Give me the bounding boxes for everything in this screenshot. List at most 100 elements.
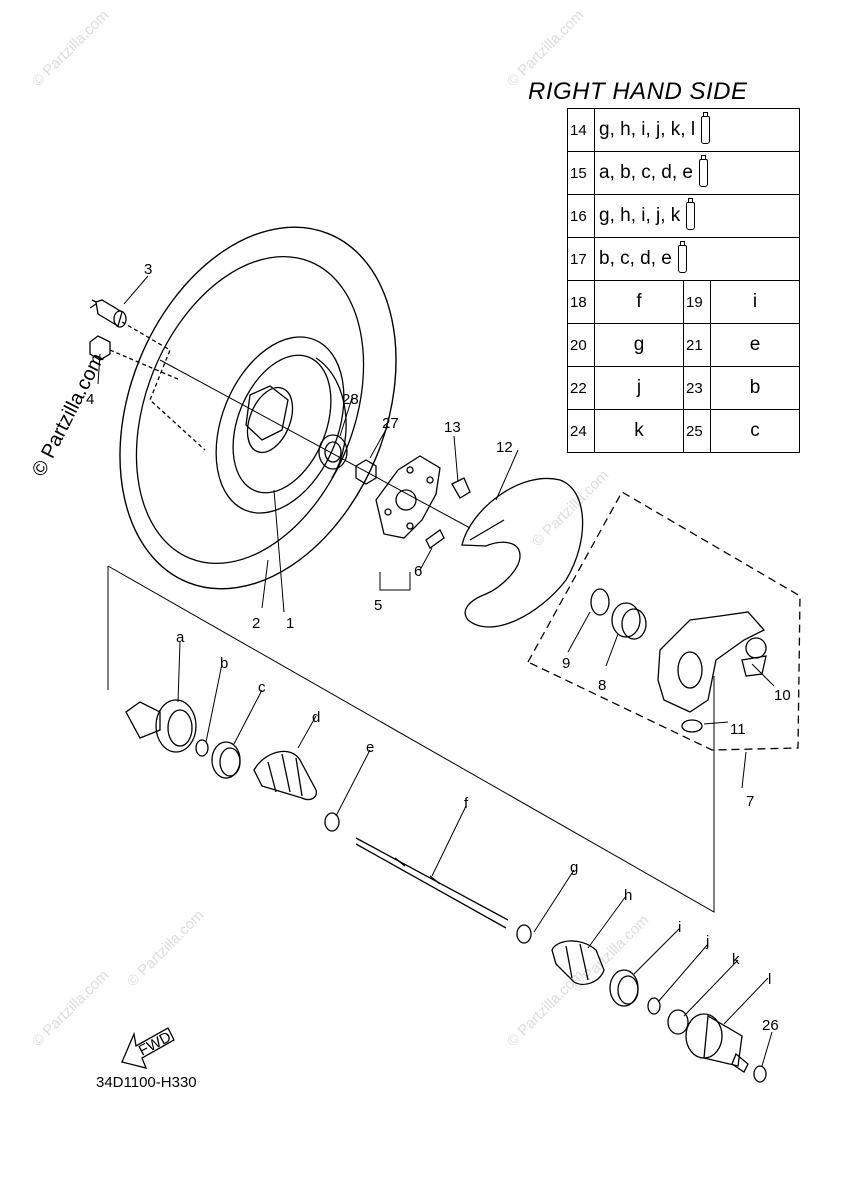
kit-parts-cell: g, h, i, j, k, l	[594, 108, 800, 152]
callout-1: 1	[286, 615, 294, 632]
steering-knuckle	[657, 611, 766, 713]
cap-dash-line	[109, 349, 181, 381]
pair-row: 20 g 21 e	[567, 323, 800, 367]
callout-10: 10	[774, 687, 791, 704]
callout-26: 26	[762, 1017, 779, 1034]
valve-cap	[89, 335, 111, 361]
leader-lines	[97, 275, 775, 1067]
inner-cv-joint	[685, 1013, 749, 1073]
part-number: 21	[683, 323, 711, 367]
callout-2: 2	[252, 615, 260, 632]
wheel-bearing	[611, 602, 647, 640]
boot-band-g	[516, 924, 532, 944]
callout-28: 28	[342, 391, 359, 408]
part-number: 18	[567, 280, 595, 324]
boot-band-c	[211, 741, 241, 779]
callout-k: k	[732, 951, 740, 968]
kit-parts-cell: a, b, c, d, e	[594, 151, 800, 195]
drive-shaft	[355, 837, 509, 929]
callout-h: h	[624, 887, 632, 904]
part-letter: k	[594, 409, 684, 453]
callout-l: l	[768, 971, 771, 988]
kit-parts-cell: b, c, d, e	[594, 237, 800, 281]
boot-h	[551, 940, 605, 985]
callout-a: a	[176, 629, 185, 646]
rim-outer	[215, 336, 345, 514]
callout-g: g	[570, 859, 578, 876]
callout-13: 13	[444, 419, 461, 436]
kit-row: 17 b, c, d, e	[567, 237, 800, 281]
disc-bolt	[451, 477, 471, 499]
knuckle-kit-box	[527, 491, 801, 751]
axle-centerline	[159, 359, 471, 529]
pair-row: 22 j 23 b	[567, 366, 800, 410]
callout-d: d	[312, 709, 320, 726]
tire-outer	[119, 226, 397, 590]
part-number: 25	[683, 409, 711, 453]
callout-12: 12	[496, 439, 513, 456]
grease-tube-icon	[686, 198, 696, 230]
valve-dash-line	[121, 321, 206, 451]
part-letter: b	[710, 366, 800, 410]
grease-tube-icon	[699, 155, 708, 187]
part-number: 19	[683, 280, 711, 324]
pair-row: 24 k 25 c	[567, 409, 800, 453]
tire-wheel-assembly	[119, 226, 397, 590]
grease-tube-icon	[677, 241, 687, 273]
kit-number: 15	[567, 151, 595, 195]
part-letter: f	[594, 280, 684, 324]
callout-5: 5	[374, 597, 382, 614]
kit-row: 16 g, h, i, j, k	[567, 194, 800, 238]
callout-9: 9	[562, 655, 570, 672]
disc-cover	[461, 477, 584, 628]
shaft-assembly-frame	[107, 565, 715, 913]
ring-k	[667, 1009, 689, 1035]
circlip-j	[647, 997, 661, 1015]
kit-parts: g, h, i, j, k	[599, 205, 681, 227]
kit-parts: b, c, d, e	[599, 248, 672, 270]
kit-parts: g, h, i, j, k, l	[599, 119, 696, 141]
part-letter: i	[710, 280, 800, 324]
kit-row: 15 a, b, c, d, e	[567, 151, 800, 195]
boot-d	[253, 750, 317, 801]
callout-8: 8	[598, 677, 606, 694]
part-letter: j	[594, 366, 684, 410]
rim-spokes	[245, 385, 289, 441]
part-number: 20	[567, 323, 595, 367]
callout-c: c	[258, 679, 266, 696]
ball-joint	[741, 637, 767, 677]
circlip-26	[753, 1065, 767, 1083]
callout-f: f	[464, 795, 469, 812]
kit-number: 17	[567, 237, 595, 281]
kit-number: 16	[567, 194, 595, 238]
callout-3: 3	[144, 261, 152, 278]
kit-parts: a, b, c, d, e	[599, 162, 693, 184]
callout-27: 27	[382, 415, 399, 432]
part-letter: e	[710, 323, 800, 367]
oil-seal	[318, 434, 348, 470]
outer-cv-joint	[125, 699, 197, 753]
circlip-b	[195, 739, 209, 757]
part-letter: c	[710, 409, 800, 453]
diagram-code: 34D1100-H330	[96, 1074, 197, 1091]
callout-i: i	[678, 919, 681, 936]
callout-4: 4	[86, 391, 94, 408]
knuckle-circlip	[681, 719, 703, 733]
diagram-title: RIGHT HAND SIDE	[528, 78, 748, 105]
wheel-hub	[375, 455, 441, 539]
circlip	[590, 588, 610, 616]
kit-reference-table: 14 g, h, i, j, k, l 15 a, b, c, d, e 16 …	[567, 108, 800, 453]
valve-stem	[89, 299, 127, 328]
callout-e: e	[366, 739, 374, 756]
kit-row: 14 g, h, i, j, k, l	[567, 108, 800, 152]
callout-b: b	[220, 655, 228, 672]
callout-j: j	[705, 933, 709, 950]
part-number: 23	[683, 366, 711, 410]
kit-parts-cell: g, h, i, j, k	[594, 194, 800, 238]
part-number: 24	[567, 409, 595, 453]
axle-nut	[355, 459, 377, 485]
hub-bolt	[425, 529, 445, 549]
grease-tube-icon	[701, 112, 711, 144]
kit-number: 14	[567, 108, 595, 152]
